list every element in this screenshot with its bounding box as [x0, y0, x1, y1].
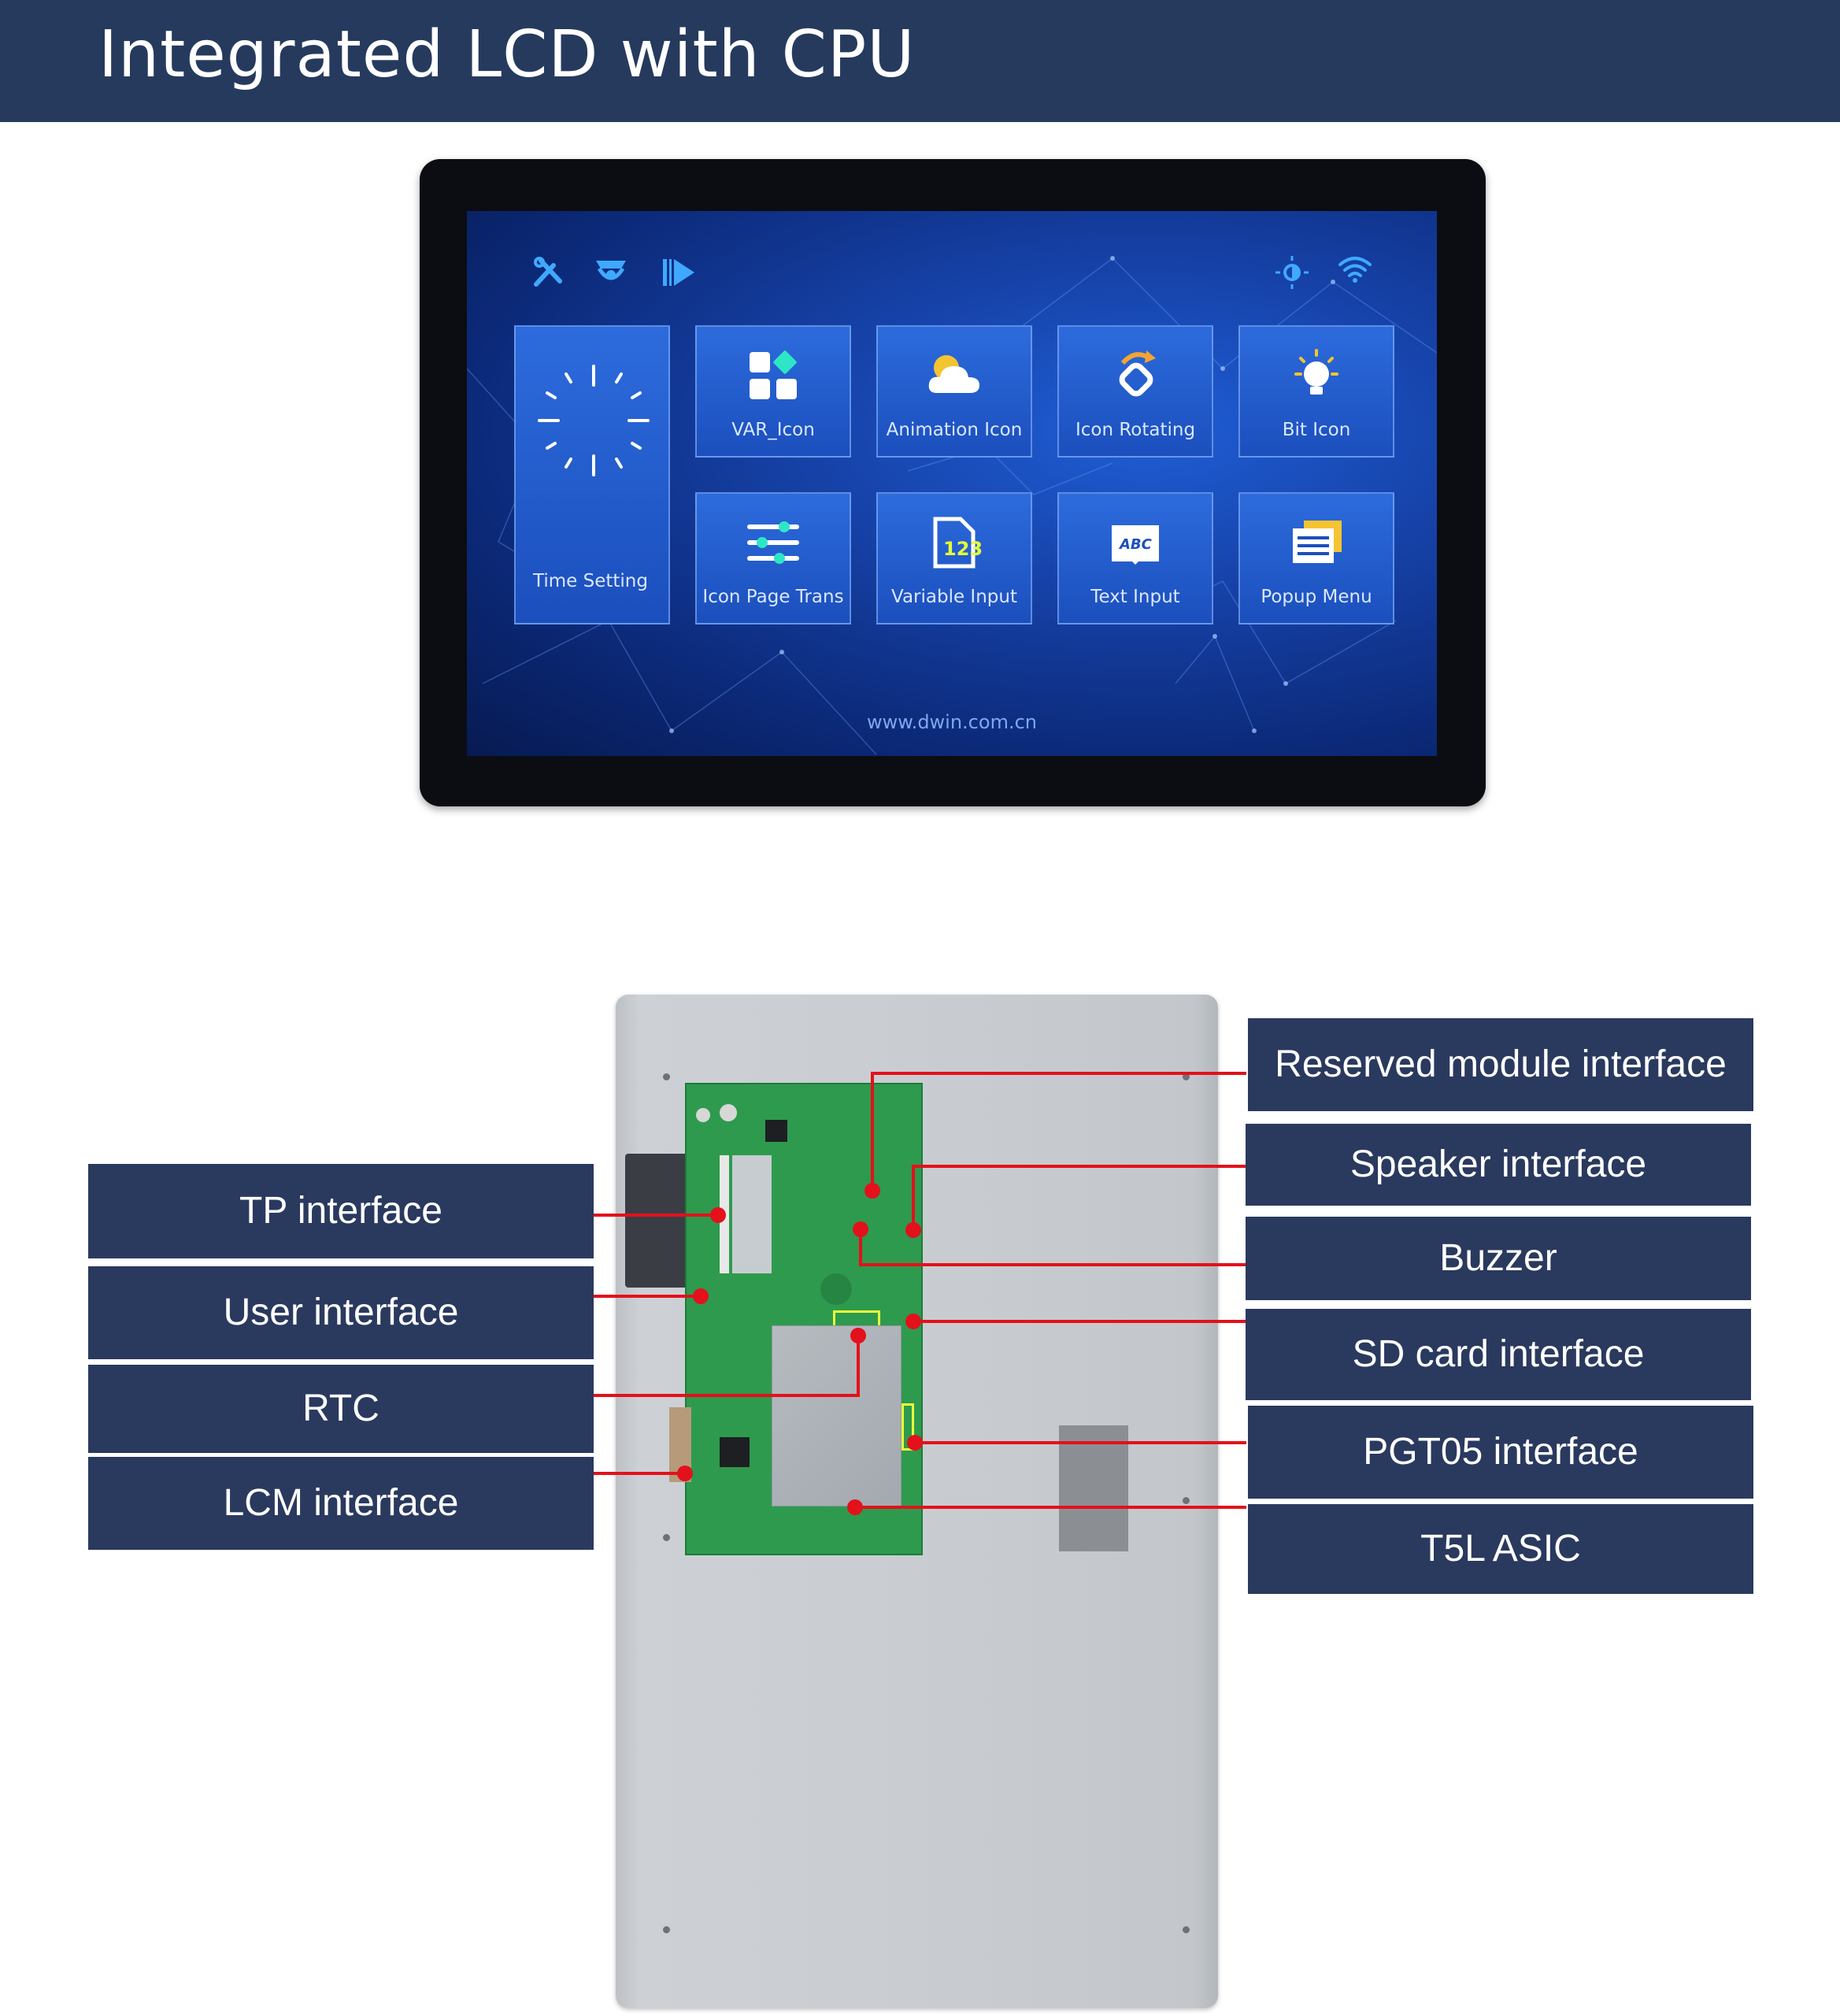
pcb-connector [720, 1155, 729, 1273]
camera-icon[interactable] [593, 254, 629, 291]
header-banner: Integrated LCD with CPU [0, 0, 1840, 122]
callout-user-interface: User interface [88, 1266, 594, 1359]
page-title: Integrated LCD with CPU [98, 17, 916, 92]
callout-speaker-interface: Speaker interface [1246, 1124, 1751, 1206]
pcb-connector [732, 1155, 772, 1273]
callout-lcm-interface: LCM interface [88, 1457, 594, 1550]
play-icon[interactable] [660, 254, 696, 291]
pcb-component [765, 1120, 787, 1142]
bulb-icon [1294, 349, 1338, 395]
clock-icon [538, 365, 650, 476]
screw [1183, 1073, 1190, 1080]
tile-label: VAR_Icon [731, 420, 815, 440]
tile-popup-menu[interactable]: Popup Menu [1238, 492, 1394, 624]
tile-text-input[interactable]: ABC Text Input [1057, 492, 1213, 624]
tile-bit-icon[interactable]: Bit Icon [1238, 325, 1394, 458]
callout-tp-interface: TP interface [88, 1164, 594, 1258]
tile-label: Icon Rotating [1075, 420, 1196, 440]
screw [663, 1534, 670, 1541]
callout-buzzer: Buzzer [1246, 1217, 1751, 1300]
tile-label: Time Setting [533, 571, 648, 591]
pcb-chip [720, 1437, 750, 1467]
tile-variable-input[interactable]: 123 Variable Input [876, 492, 1032, 624]
svg-text:123: 123 [943, 538, 983, 560]
brightness-icon[interactable] [1274, 254, 1310, 291]
tile-label: Popup Menu [1261, 587, 1372, 607]
side-connector [1059, 1425, 1128, 1551]
tile-animation-icon[interactable]: Animation Icon [876, 325, 1032, 458]
tile-icon-page-trans[interactable]: Icon Page Trans [695, 492, 851, 624]
rotate-icon [1119, 350, 1156, 397]
tile-label: Variable Input [891, 587, 1017, 607]
screw [1183, 1497, 1190, 1504]
svg-text:ABC: ABC [1118, 536, 1153, 553]
sliders-icon [747, 521, 799, 564]
wifi-icon[interactable] [1337, 250, 1373, 287]
tp-ribbon-cable [625, 1154, 688, 1288]
pgt05-highlight [901, 1403, 914, 1451]
tile-label: Bit Icon [1282, 420, 1351, 440]
tile-label: Icon Page Trans [702, 587, 844, 607]
tile-time-setting[interactable]: Time Setting [514, 325, 670, 624]
website-url: www.dwin.com.cn [867, 711, 1037, 733]
lcm-connector [669, 1407, 691, 1482]
callout-sd-card-interface: SD card interface [1246, 1309, 1751, 1400]
lcd-back-panel [616, 995, 1218, 2008]
pcb-capacitor [696, 1108, 710, 1122]
callout-pgt05-interface: PGT05 interface [1248, 1406, 1753, 1499]
t5l-shield-can [772, 1325, 901, 1506]
list-icon [1293, 521, 1342, 563]
tools-icon[interactable] [530, 254, 566, 291]
grid-icon [750, 350, 797, 399]
screw [663, 1926, 670, 1933]
screw [1183, 1926, 1190, 1933]
tile-label: Text Input [1090, 587, 1180, 607]
tile-var-icon[interactable]: VAR_Icon [695, 325, 851, 458]
callout-t5l-asic: T5L ASIC [1248, 1504, 1753, 1594]
tile-icon-rotating[interactable]: Icon Rotating [1057, 325, 1213, 458]
pcb-capacitor [720, 1104, 737, 1121]
book-icon: ABC [1112, 525, 1159, 565]
screw [663, 1073, 670, 1080]
lcd-monitor-front: Time Setting VAR_Icon Animation Icon [420, 159, 1486, 806]
number-input-icon: 123 [933, 517, 983, 569]
callout-rtc: RTC [88, 1365, 594, 1453]
lcd-screen: Time Setting VAR_Icon Animation Icon [467, 211, 1437, 756]
tile-label: Animation Icon [886, 420, 1023, 440]
callout-reserved-module-interface: Reserved module interface [1248, 1018, 1753, 1111]
rtc-battery-holder [820, 1273, 852, 1305]
cloud-icon [928, 355, 979, 393]
